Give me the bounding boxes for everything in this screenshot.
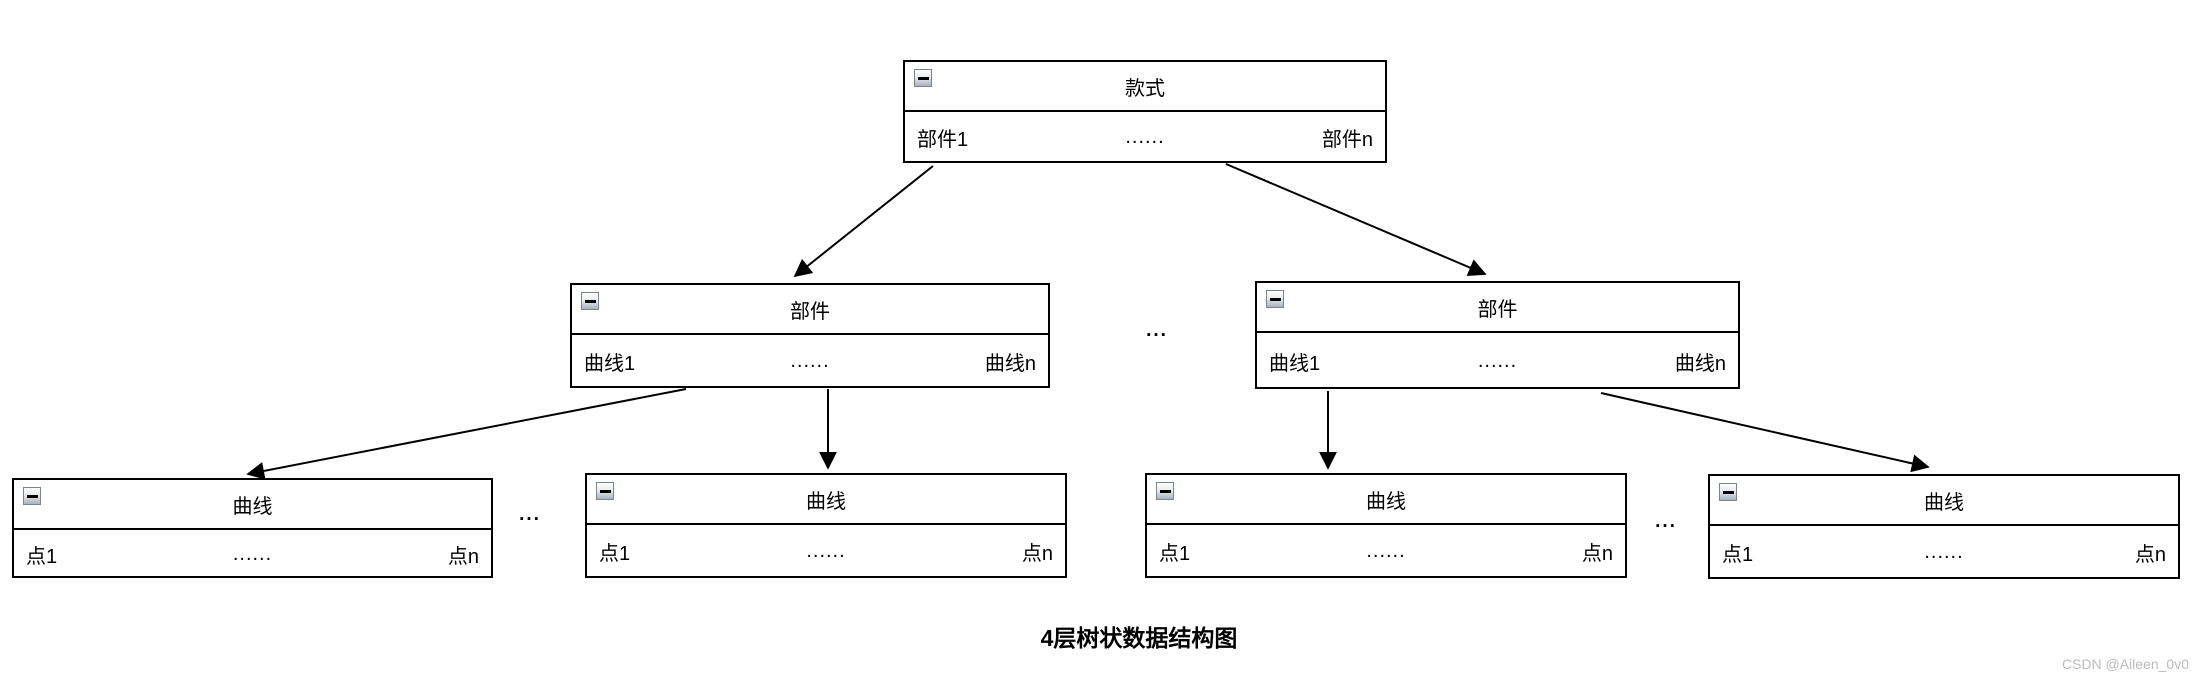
node-title: 曲线	[232, 495, 273, 518]
node-title: 曲线	[1924, 491, 1964, 514]
item-last: 部件n	[1321, 129, 1373, 151]
item-last: 点n	[1021, 543, 1053, 565]
node-body: 曲线1 ...... 曲线n	[572, 335, 1048, 388]
csdn-watermark: CSDN @Aileen_0v0	[2061, 656, 2189, 672]
item-last: 曲线n	[984, 353, 1036, 375]
ellipsis-between-curves-right: ...	[1655, 511, 1677, 532]
node-body: 点1 ...... 点n	[587, 525, 1065, 578]
node-title: 曲线	[1366, 490, 1406, 513]
minus-bar	[917, 76, 929, 80]
item-first: 曲线1	[1269, 352, 1321, 375]
minus-bar	[1269, 297, 1281, 301]
tree-node-part-right: 部件 曲线1 ...... 曲线n	[1255, 281, 1740, 389]
tree-node-style: 款式 部件1 ...... 部件n	[903, 60, 1387, 163]
node-header: 曲线	[14, 480, 491, 530]
collapse-minus-icon[interactable]	[1266, 290, 1284, 308]
item-last: 点n	[2134, 544, 2166, 566]
node-header: 曲线	[587, 475, 1065, 525]
arrow-style-to-part-right	[1225, 163, 1487, 276]
item-first: 点1	[1159, 543, 1191, 565]
ellipsis-between-curves-left: ...	[519, 504, 541, 525]
item-first: 点1	[599, 543, 631, 565]
arrow-part-left-to-curve-1	[246, 388, 687, 480]
item-last: 曲线n	[1674, 352, 1726, 375]
tree-node-curve-3: 曲线 点1 ...... 点n	[1145, 473, 1627, 578]
tree-node-curve-4: 曲线 点1 ...... 点n	[1708, 474, 2180, 579]
collapse-minus-icon[interactable]	[596, 482, 614, 500]
item-first: 点1	[26, 545, 58, 568]
node-title: 曲线	[806, 490, 846, 513]
node-body: 点1 ...... 点n	[14, 530, 491, 578]
collapse-minus-icon[interactable]	[23, 487, 41, 505]
item-last: 点n	[1581, 543, 1613, 565]
collapse-minus-icon[interactable]	[1156, 482, 1174, 500]
minus-bar	[599, 489, 611, 493]
item-last: 点n	[447, 545, 479, 568]
collapse-minus-icon[interactable]	[581, 292, 599, 310]
node-body: 部件1 ...... 部件n	[905, 112, 1385, 163]
node-title: 部件	[790, 300, 830, 323]
item-first: 曲线1	[584, 353, 636, 375]
item-first: 部件1	[917, 129, 969, 151]
node-title: 部件	[1477, 298, 1518, 321]
node-header: 部件	[572, 285, 1048, 335]
item-first: 点1	[1722, 544, 1754, 566]
item-ellipsis: ......	[1125, 126, 1165, 148]
arrow-style-to-part-left	[793, 165, 934, 278]
node-body: 点1 ...... 点n	[1147, 525, 1625, 578]
minus-bar	[26, 494, 38, 498]
collapse-minus-icon[interactable]	[1719, 483, 1737, 501]
node-header: 款式	[905, 62, 1385, 112]
node-body: 点1 ...... 点n	[1710, 526, 2178, 579]
item-ellipsis: ......	[806, 540, 846, 562]
item-ellipsis: ......	[1366, 540, 1406, 562]
node-header: 曲线	[1710, 476, 2178, 526]
item-ellipsis: ......	[1924, 541, 1964, 563]
ellipsis-between-parts: ...	[1146, 320, 1168, 341]
item-ellipsis: ......	[790, 350, 830, 372]
node-body: 曲线1 ...... 曲线n	[1257, 333, 1738, 389]
tree-node-part-left: 部件 曲线1 ...... 曲线n	[570, 283, 1050, 388]
tree-node-curve-1: 曲线 点1 ...... 点n	[12, 478, 493, 578]
node-header: 曲线	[1147, 475, 1625, 525]
minus-bar	[1722, 490, 1734, 494]
item-ellipsis: ......	[1477, 349, 1518, 372]
node-title: 款式	[1125, 77, 1165, 100]
item-ellipsis: ......	[232, 542, 273, 565]
minus-bar	[1159, 489, 1171, 493]
diagram-caption: 4层树状数据结构图	[1040, 625, 1238, 651]
arrow-part-right-to-curve-4	[1600, 392, 1930, 473]
node-header: 部件	[1257, 283, 1738, 333]
minus-bar	[584, 299, 596, 303]
collapse-minus-icon[interactable]	[914, 69, 932, 87]
tree-node-curve-2: 曲线 点1 ...... 点n	[585, 473, 1067, 578]
